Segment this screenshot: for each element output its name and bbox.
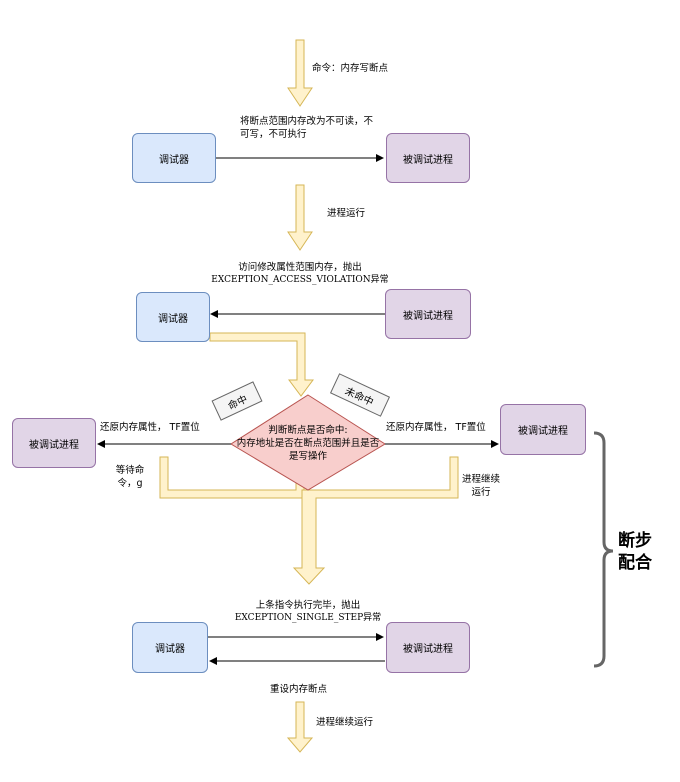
label-step-line1: 上条指令执行完毕，抛出 <box>255 600 361 611</box>
debuggee-node-left: 被调试进程 <box>12 418 96 468</box>
label-restore-left: 还原内存属性， TF置位 <box>100 422 200 433</box>
curly-brace <box>593 431 614 668</box>
debugger-node-3: 调试器 <box>132 622 208 673</box>
label-access-line2: EXCEPTION_ACCESS_VIOLATION异常 <box>211 275 389 285</box>
debuggee-node-1: 被调试进程 <box>386 133 470 183</box>
debuggee-node-2: 被调试进程 <box>385 289 471 339</box>
label-set-unreadable: 将断点范围内存改为不可读，不 可写，不可执行 <box>240 116 374 140</box>
label-continue-run: 进程继续 运行 <box>461 474 500 498</box>
debugger-node-2: 调试器 <box>136 292 210 342</box>
flow-arrow-exception <box>209 332 314 397</box>
label-step-line2: EXCEPTION_SINGLE_STEP异常 <box>234 613 382 623</box>
brace-label: 断步 配合 <box>618 531 652 573</box>
debuggee-node-3: 被调试进程 <box>386 622 470 673</box>
debugger-node-1: 调试器 <box>132 133 216 183</box>
label-access-line1: 访问修改属性范围内存，抛出 <box>238 262 362 273</box>
debuggee-node-right: 被调试进程 <box>500 404 586 455</box>
flow-arrow-top <box>287 39 313 107</box>
label-reset-breakpoint: 重设内存断点 <box>270 684 328 695</box>
label-restore-right: 还原内存属性， TF置位 <box>386 422 486 433</box>
label-process-run: 进程运行 <box>327 208 366 219</box>
label-continue-run-bottom: 进程继续运行 <box>316 717 374 728</box>
flow-arrow-bottom <box>286 701 314 753</box>
label-wait-command: 等待命 令，g <box>115 465 145 489</box>
decision-diamond <box>230 394 386 491</box>
label-command: 命令：内存写断点 <box>312 63 389 74</box>
decision-text: 判断断点是否命中: 内存地址是否在断点范围并且是否 是写操作 <box>236 425 380 462</box>
flow-arrow-run <box>287 184 313 251</box>
